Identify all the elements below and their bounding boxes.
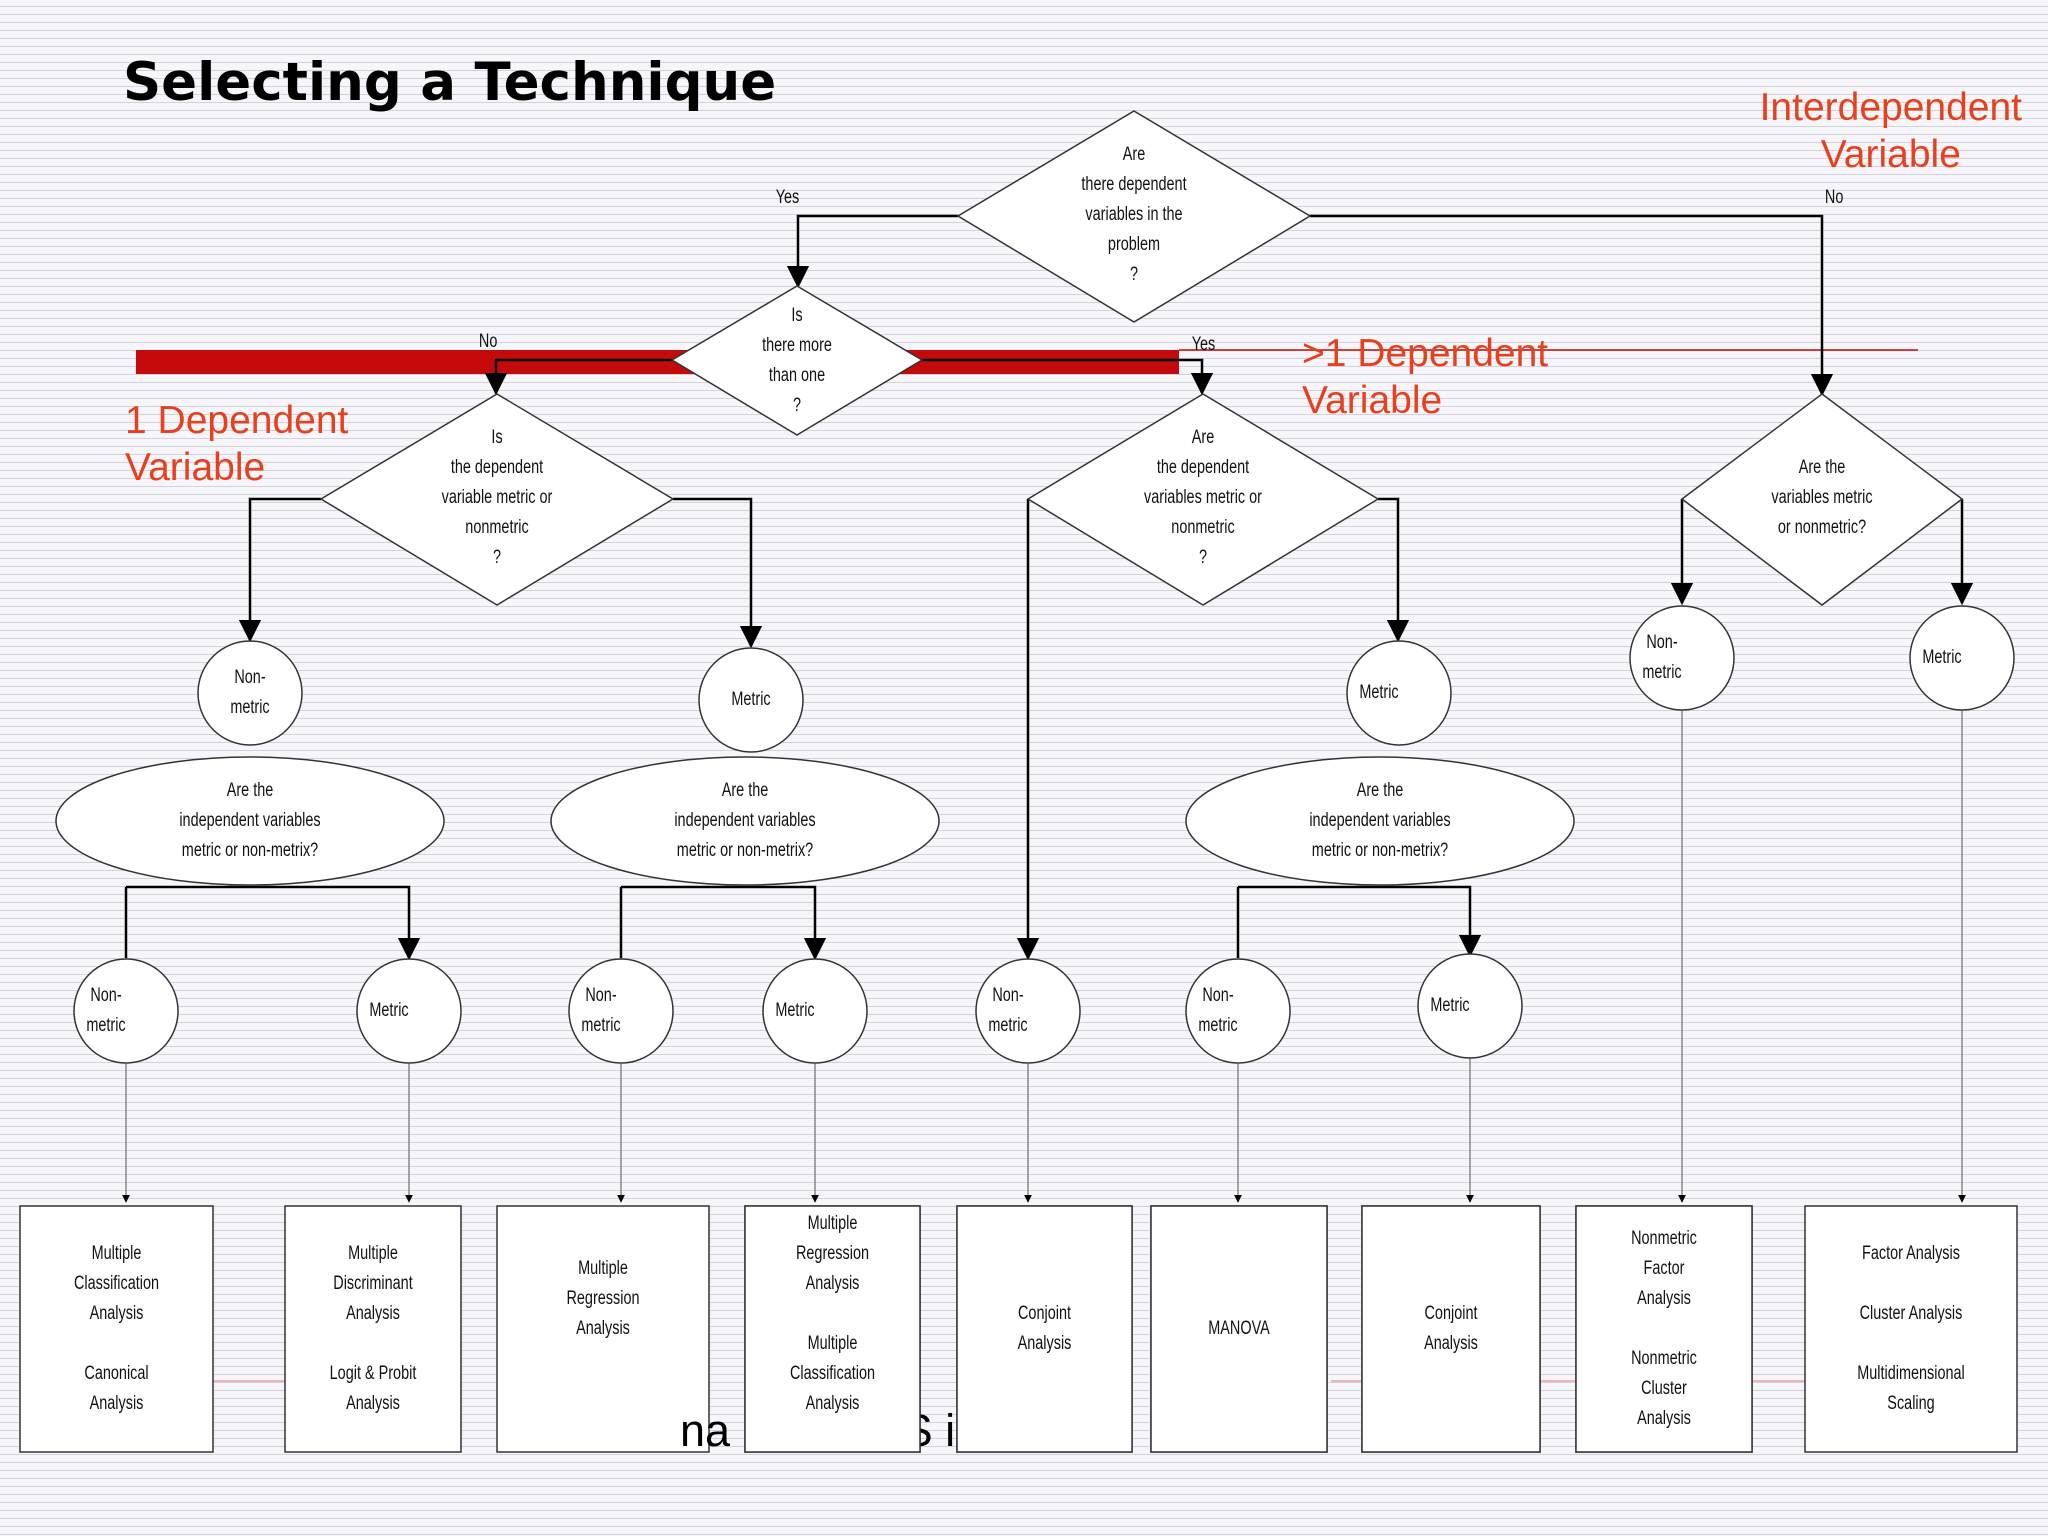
circle-text-e3-metric: Metric [1430,995,1470,1016]
technique-box-b1 [19,1205,214,1453]
technique-box-b9 [1804,1205,2018,1453]
circle-text-d4-nonmetric: Non- metric [988,985,1028,1036]
edge-label-yes-mid: Yes [1191,334,1216,355]
decision-d5 [1680,393,1964,606]
circle-text-d5-metric: Metric [1922,647,1962,668]
circle-d4-nonmetric [975,958,1081,1064]
thin-connectors [122,711,1966,1203]
annotation-interdependent: Interdependent Variable [1759,86,2022,176]
decision-text-d2: Is there more than one ? [762,305,832,416]
connectors [124,214,1974,961]
ellipse-e2 [550,756,940,886]
technique-text-b4: Multiple Regression Analysis Multiple Cl… [789,1213,876,1414]
circle-e3-metric [1417,953,1523,1059]
circle-e3-nonmetric [1185,958,1291,1064]
circle-text-e1-metric: Metric [369,1000,409,1021]
circle-e1-nonmetric [73,958,179,1064]
circle-d5-nonmetric [1629,605,1735,711]
ellipse-e3 [1185,756,1575,886]
ellipse-text-e1: Are the independent variables metric or … [179,780,321,861]
ellipse-text-e2: Are the independent variables metric or … [674,780,816,861]
decision-d3 [319,393,675,606]
technique-text-b1: Multiple Classification Analysis Canonic… [73,1243,160,1414]
red-bar [136,350,1179,374]
circle-text-d4-metric: Metric [1359,682,1399,703]
circle-text-e1-nonmetric: Non- metric [86,985,126,1036]
annotation-more-than-one: >1 Dependent Variable [1302,332,1549,422]
decision-d1 [956,110,1312,323]
edge-label-yes-top: Yes [775,187,800,208]
technique-text-b7: Conjoint Analysis [1424,1303,1478,1354]
decision-text-d1: Are there dependent variables in the pro… [1081,144,1187,285]
circle-e1-metric [356,958,462,1064]
ellipse-text-e3: Are the independent variables metric or … [1309,780,1451,861]
edge-label-no-mid: No [478,331,498,352]
circle-d5-metric [1909,605,2015,711]
edge-label-no-top: No [1824,187,1844,208]
circle-text-e2-metric: Metric [775,1000,815,1021]
technique-text-b9: Factor Analysis Cluster Analysis Multidi… [1857,1243,1965,1414]
circle-text-e2-nonmetric: Non- metric [581,985,621,1036]
slide-title: Selecting a Technique [123,52,777,113]
decision-d2 [670,285,924,436]
technique-box-b2 [284,1205,462,1453]
decision-text-d3: Is the dependent variable metric or nonm… [441,427,553,568]
decision-text-d5: Are the variables metric or nonmetric? [1771,457,1873,538]
decision-text-d4: Are the dependent variables metric or no… [1144,427,1262,568]
circle-shapes [73,605,2015,1064]
circle-e2-metric [762,958,868,1064]
technique-text-b3: Multiple Regression Analysis [566,1258,640,1339]
decision-shapes [319,110,1964,606]
decision-d4 [1026,393,1380,606]
technique-text-b6: MANOVA [1208,1318,1270,1339]
circle-d3-metric [698,647,804,753]
circle-e2-nonmetric [568,958,674,1064]
circle-d4-metric [1346,640,1452,746]
annotation-one-dependent: 1 Dependent Variable [125,399,349,489]
ellipse-shapes [55,756,1575,886]
circle-text-e3-nonmetric: Non- metric [1198,985,1238,1036]
technique-text-b8: Nonmetric Factor Analysis Nonmetric Clus… [1631,1228,1697,1429]
technique-text-b2: Multiple Discriminant Analysis Logit & P… [329,1243,417,1414]
circle-text-d5-nonmetric: Non- metric [1642,632,1682,683]
ellipse-e1 [55,756,445,886]
circle-text-d3-nonmetric: Non- metric [230,667,270,718]
technique-box-b3 [496,1205,710,1453]
circle-text-d3-metric: Metric [731,689,771,710]
circle-d3-nonmetric [197,640,303,746]
technique-text-b5: Conjoint Analysis [1017,1303,1072,1354]
